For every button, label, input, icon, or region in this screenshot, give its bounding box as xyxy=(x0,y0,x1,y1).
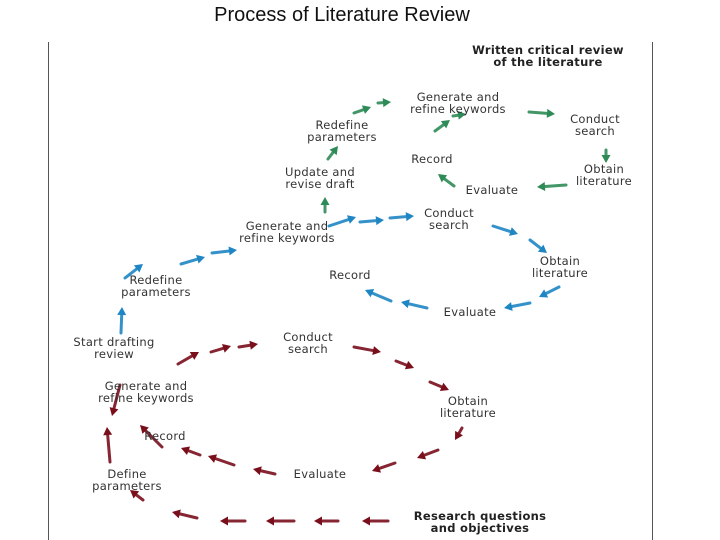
cycle3-arrow-3 xyxy=(352,105,371,115)
cycle1-arrow-5 xyxy=(172,509,199,520)
cycle2-arrow-2 xyxy=(123,264,143,280)
cycle1-arrow-17 xyxy=(394,359,414,370)
cycle3-arrow-9 xyxy=(537,181,568,191)
page-title: Process of Literature Review xyxy=(214,4,470,26)
cycle2-arrow-1 xyxy=(117,307,127,335)
cycle-arrows xyxy=(103,98,611,526)
cycle1-arrow-2 xyxy=(314,516,340,526)
cycle3-arrow-8 xyxy=(601,148,611,163)
cycle1-arrow-12 xyxy=(109,383,122,416)
cycle1-arrow-19 xyxy=(455,426,464,440)
cycle1-arrow-9 xyxy=(181,446,202,457)
cycle2-arrow-7 xyxy=(491,224,518,236)
label-evaluate-2: Evaluate xyxy=(444,305,497,319)
cycle2-arrow-4 xyxy=(210,246,237,256)
cycle2-arrow-11 xyxy=(401,299,429,310)
cycle3-arrow-7 xyxy=(527,108,555,118)
cycle1-arrow-15 xyxy=(237,340,258,350)
cycle1-arrow-1 xyxy=(362,516,390,526)
left-frame-line xyxy=(48,42,49,540)
cycle2-arrow-3 xyxy=(179,254,205,266)
cycle2-arrow-8 xyxy=(528,238,547,253)
cycle1-arrow-11 xyxy=(253,466,277,476)
cycle3-arrow-2 xyxy=(326,146,338,161)
cycle2-arrow-12 xyxy=(365,288,393,303)
cycle2-arrow-10 xyxy=(504,301,532,311)
cycle1-arrow-6 xyxy=(130,490,145,502)
cycle3-arrow-1 xyxy=(320,197,330,214)
cycle1-arrow-8 xyxy=(140,425,164,449)
cycle1-arrow-18 xyxy=(428,380,449,392)
cycle2-arrow-5 xyxy=(358,216,384,226)
label-record-2: Record xyxy=(329,268,371,282)
cycle3-arrow-4 xyxy=(376,98,391,108)
cycle2-arrow-6 xyxy=(388,212,414,222)
cycle2-arrow-9 xyxy=(539,285,561,298)
cycle3-arrow-6 xyxy=(451,110,466,120)
label-record-3: Record xyxy=(411,152,453,166)
cycle1-arrow-14 xyxy=(209,343,231,354)
cycle3-arrow-10 xyxy=(438,174,456,188)
label-evaluate-3: Evaluate xyxy=(466,183,519,197)
cycle1-arrow-13 xyxy=(176,352,199,366)
cycle1-arrow-3 xyxy=(266,516,296,526)
cycle2-arrow-13 xyxy=(327,215,356,228)
cycle1-arrow-21 xyxy=(372,461,397,473)
label-evaluate-1: Evaluate xyxy=(294,467,347,481)
cycle1-arrow-20 xyxy=(417,448,440,460)
cycle1-arrow-16 xyxy=(352,345,381,355)
cycle3-arrow-5 xyxy=(433,120,450,133)
cycle1-arrow-10 xyxy=(208,454,236,467)
right-frame-line xyxy=(652,42,653,540)
label-record-1: Record xyxy=(144,429,186,443)
cycle1-arrow-4 xyxy=(220,516,247,526)
cycle1-arrow-7 xyxy=(103,427,113,464)
